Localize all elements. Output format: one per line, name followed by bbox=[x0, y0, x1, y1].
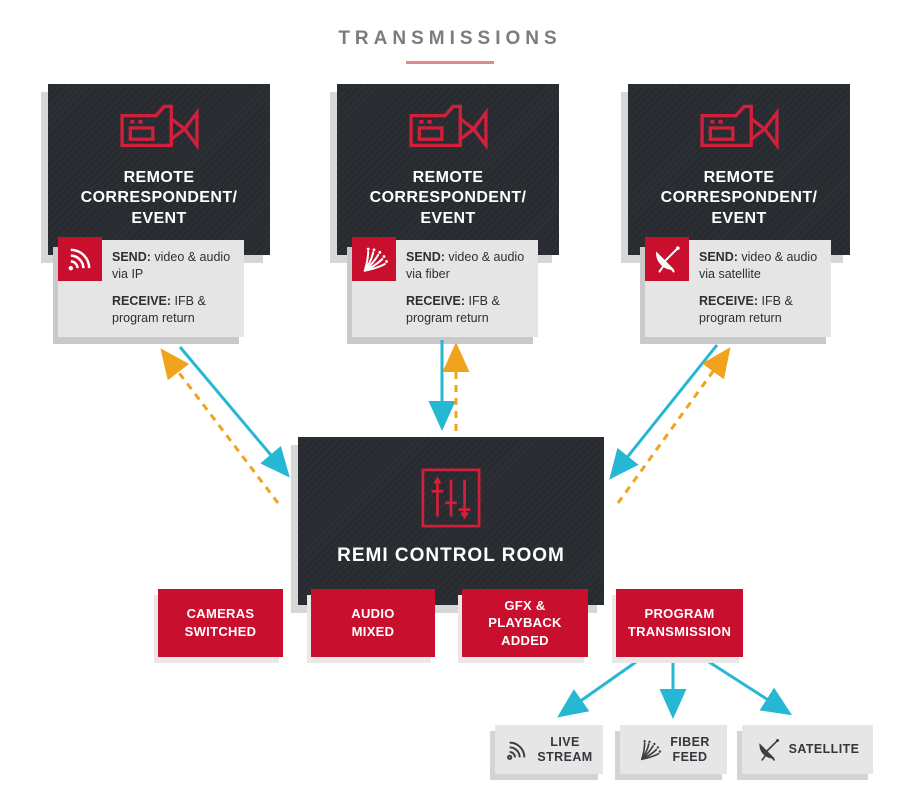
send-text: video & audio via fiber bbox=[406, 250, 525, 281]
remote-box-ip: REMOTE CORRESPONDENT/ EVENT bbox=[48, 84, 270, 255]
receive-text: IFB & program return bbox=[406, 294, 500, 325]
process-box-audio-mixed: AUDIO MIXED bbox=[311, 589, 435, 657]
send-receive-panel-ip: SEND: video & audio via IP RECEIVE: IFB … bbox=[58, 237, 244, 337]
send-receive-panel-satellite: SEND: video & audio via satellite RECEIV… bbox=[645, 237, 831, 337]
receive-label: RECEIVE: bbox=[699, 294, 759, 308]
send-label: SEND: bbox=[406, 250, 445, 264]
remote-box-label: REMOTE CORRESPONDENT/ EVENT bbox=[369, 169, 527, 227]
output-arrow-live-stream bbox=[557, 660, 637, 718]
diagram-title: TRANSMISSIONS bbox=[338, 28, 562, 49]
fiber-feed-icon bbox=[637, 737, 662, 762]
return-arrow-right bbox=[616, 347, 731, 504]
mixer-faders-icon bbox=[298, 467, 604, 534]
send-arrow-right bbox=[609, 344, 719, 480]
output-label: SATELLITE bbox=[788, 742, 860, 757]
output-box-fiber-feed: FIBER FEED bbox=[620, 725, 727, 774]
remote-box-fiber: REMOTE CORRESPONDENT/ EVENT bbox=[337, 84, 559, 255]
output-arrow-satellite bbox=[708, 660, 793, 716]
satellite-icon bbox=[756, 737, 781, 762]
fiber-icon bbox=[352, 237, 396, 281]
satellite-icon bbox=[645, 237, 689, 281]
receive-label: RECEIVE: bbox=[406, 294, 466, 308]
output-box-live-stream: LIVE STREAM bbox=[495, 725, 603, 774]
send-text: video & audio via IP bbox=[112, 250, 231, 281]
video-camera-icon bbox=[48, 99, 270, 164]
send-label: SEND: bbox=[112, 250, 151, 264]
remi-control-room-box: REMI CONTROL ROOM bbox=[298, 437, 604, 605]
output-box-satellite: SATELLITE bbox=[742, 725, 873, 774]
process-box-gfx-playback-added: GFX & PLAYBACK ADDED bbox=[462, 589, 588, 657]
title-underline bbox=[406, 61, 494, 64]
control-room-label: REMI CONTROL ROOM bbox=[337, 545, 565, 566]
remote-box-label: REMOTE CORRESPONDENT/ EVENT bbox=[80, 169, 238, 227]
send-receive-panel-fiber: SEND: video & audio via fiber RECEIVE: I… bbox=[352, 237, 538, 337]
video-camera-icon bbox=[337, 99, 559, 164]
live-stream-icon bbox=[505, 738, 529, 762]
output-label: FIBER FEED bbox=[670, 734, 710, 764]
receive-text: IFB & program return bbox=[112, 294, 206, 325]
return-arrow-left bbox=[160, 348, 280, 504]
remote-box-satellite: REMOTE CORRESPONDENT/ EVENT bbox=[628, 84, 850, 255]
video-camera-icon bbox=[628, 99, 850, 164]
receive-text: IFB & program return bbox=[699, 294, 793, 325]
send-arrow-left bbox=[178, 346, 290, 478]
send-receive-text: SEND: video & audio via satellite RECEIV… bbox=[699, 249, 827, 326]
send-label: SEND: bbox=[699, 250, 738, 264]
receive-label: RECEIVE: bbox=[112, 294, 172, 308]
send-receive-text: SEND: video & audio via fiber RECEIVE: I… bbox=[406, 249, 534, 326]
remote-box-label: REMOTE CORRESPONDENT/ EVENT bbox=[660, 169, 818, 227]
send-receive-text: SEND: video & audio via IP RECEIVE: IFB … bbox=[112, 249, 240, 326]
output-label: LIVE STREAM bbox=[537, 734, 593, 764]
process-box-program-transmission: PROGRAM TRANSMISSION bbox=[616, 589, 743, 657]
ip-signal-icon bbox=[58, 237, 102, 281]
send-text: video & audio via satellite bbox=[699, 250, 818, 281]
process-box-cameras-switched: CAMERAS SWITCHED bbox=[158, 589, 283, 657]
